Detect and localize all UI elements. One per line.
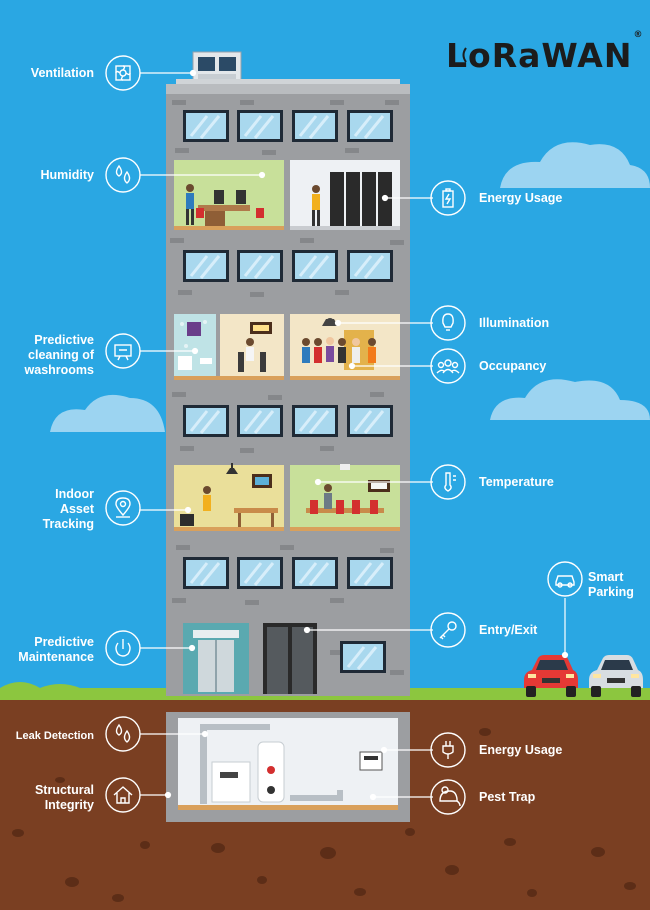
basement-plant-room (178, 718, 398, 810)
car-icon (547, 561, 583, 597)
lightbulb-icon (430, 305, 466, 341)
location-pin-icon (105, 490, 141, 526)
label-predictive-cleaning: Predictive cleaning of washrooms (24, 333, 94, 377)
label-smart-parking: Smart Parking (588, 570, 634, 599)
washroom (174, 314, 216, 378)
fan-icon (105, 55, 141, 91)
key-icon (430, 612, 466, 648)
cleaning-icon (105, 333, 141, 369)
lorawan-logo: LoRaWAN® (446, 30, 643, 75)
label-predictive-maintenance: Predictive Maintenance (18, 635, 94, 664)
server-room (290, 160, 400, 230)
label-pest-trap: Pest Trap (479, 790, 536, 804)
water-drops-icon (105, 716, 141, 752)
label-temperature: Temperature (479, 475, 554, 489)
label-indoor-asset-tracking: Indoor Asset Tracking (42, 487, 94, 531)
signal-waves-icon (462, 47, 500, 63)
house-icon (105, 777, 141, 813)
battery-icon (430, 180, 466, 216)
elevator (183, 623, 249, 694)
mouse-icon (430, 779, 466, 815)
label-energy-usage-bottom: Energy Usage (479, 743, 563, 757)
callout-lines (140, 69, 569, 801)
label-energy-usage-top: Energy Usage (479, 191, 563, 205)
label-ventilation: Ventilation (30, 66, 94, 80)
lounge-room (174, 463, 284, 529)
clouds (50, 142, 650, 432)
roof-hvac-unit (192, 51, 242, 85)
roof-ledge (166, 84, 410, 94)
label-leak-detection: Leak Detection (15, 730, 94, 742)
registered-mark: ® (633, 30, 644, 40)
meeting-room-small (220, 314, 284, 378)
label-structural-integrity: Structural Integrity (34, 783, 94, 812)
thermometer-icon (430, 464, 466, 500)
soil-stones (12, 728, 636, 902)
label-humidity: Humidity (40, 168, 94, 182)
plug-icon (430, 732, 466, 768)
label-illumination: Illumination (479, 316, 550, 330)
water-drops-icon (105, 157, 141, 193)
main-entrance-door (263, 623, 317, 694)
power-icon (105, 630, 141, 666)
occupancy-room (290, 314, 400, 380)
logo-text: LoRaWAN (446, 36, 633, 75)
brick-pattern (170, 100, 404, 675)
conference-room (290, 464, 400, 529)
office-floor (174, 160, 284, 230)
label-entry-exit: Entry/Exit (479, 623, 538, 637)
people-icon (430, 348, 466, 384)
label-occupancy: Occupancy (479, 359, 547, 373)
